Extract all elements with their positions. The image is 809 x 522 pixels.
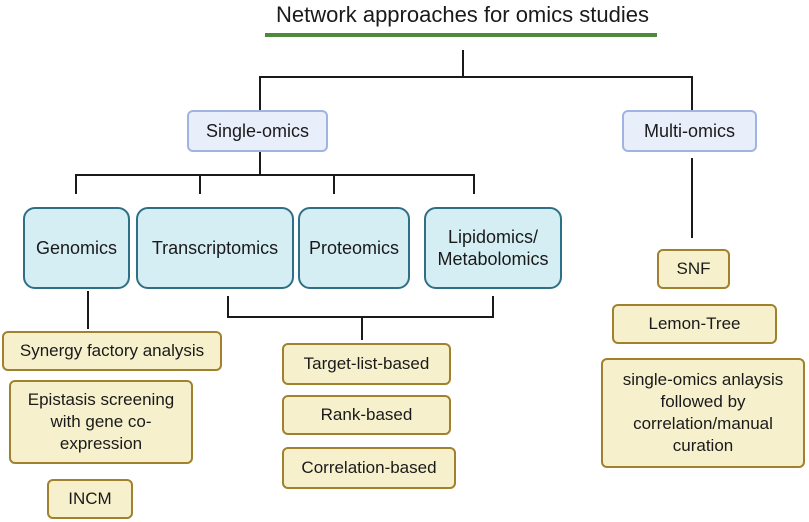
lemon-tree-node: Lemon-Tree bbox=[612, 304, 777, 344]
multi-omics-node: Multi-omics bbox=[622, 110, 757, 152]
connector-to-lipidomics bbox=[473, 174, 475, 194]
connector-single-stem bbox=[259, 150, 261, 176]
target-list-based-node: Target-list-based bbox=[282, 343, 451, 385]
connector-to-multi bbox=[691, 76, 693, 110]
connector-shared-bar bbox=[227, 316, 494, 318]
connector-root-stem bbox=[462, 50, 464, 78]
connector-to-genomics bbox=[75, 174, 77, 194]
connector-to-transcriptomics bbox=[199, 174, 201, 194]
connector-genomics-methods bbox=[87, 291, 89, 329]
epistasis-screening-node: Epistasis screening with gene co-express… bbox=[9, 380, 193, 464]
transcriptomics-node: Transcriptomics bbox=[136, 207, 294, 289]
single-omics-followed-by-correlation-node: single-omics anlaysis followed by correl… bbox=[601, 358, 805, 468]
connector-trans-down bbox=[227, 296, 229, 318]
rank-based-node: Rank-based bbox=[282, 395, 451, 435]
connector-root-bar bbox=[259, 76, 693, 78]
connector-lipid-down bbox=[492, 296, 494, 318]
snf-node: SNF bbox=[657, 249, 730, 289]
correlation-based-node: Correlation-based bbox=[282, 447, 456, 489]
genomics-node: Genomics bbox=[23, 207, 130, 289]
connector-shared-stem bbox=[361, 316, 363, 340]
connector-multi-stem bbox=[691, 158, 693, 238]
synergy-factory-analysis-node: Synergy factory analysis bbox=[2, 331, 222, 371]
connector-to-proteomics bbox=[333, 174, 335, 194]
incm-node: INCM bbox=[47, 479, 133, 519]
connector-to-single bbox=[259, 76, 261, 110]
single-omics-node: Single-omics bbox=[187, 110, 328, 152]
lipidomics-metabolomics-node: Lipidomics/ Metabolomics bbox=[424, 207, 562, 289]
title-underline bbox=[265, 33, 657, 37]
connector-single-bar bbox=[75, 174, 475, 176]
diagram-title: Network approaches for omics studies bbox=[276, 2, 649, 27]
proteomics-node: Proteomics bbox=[298, 207, 410, 289]
